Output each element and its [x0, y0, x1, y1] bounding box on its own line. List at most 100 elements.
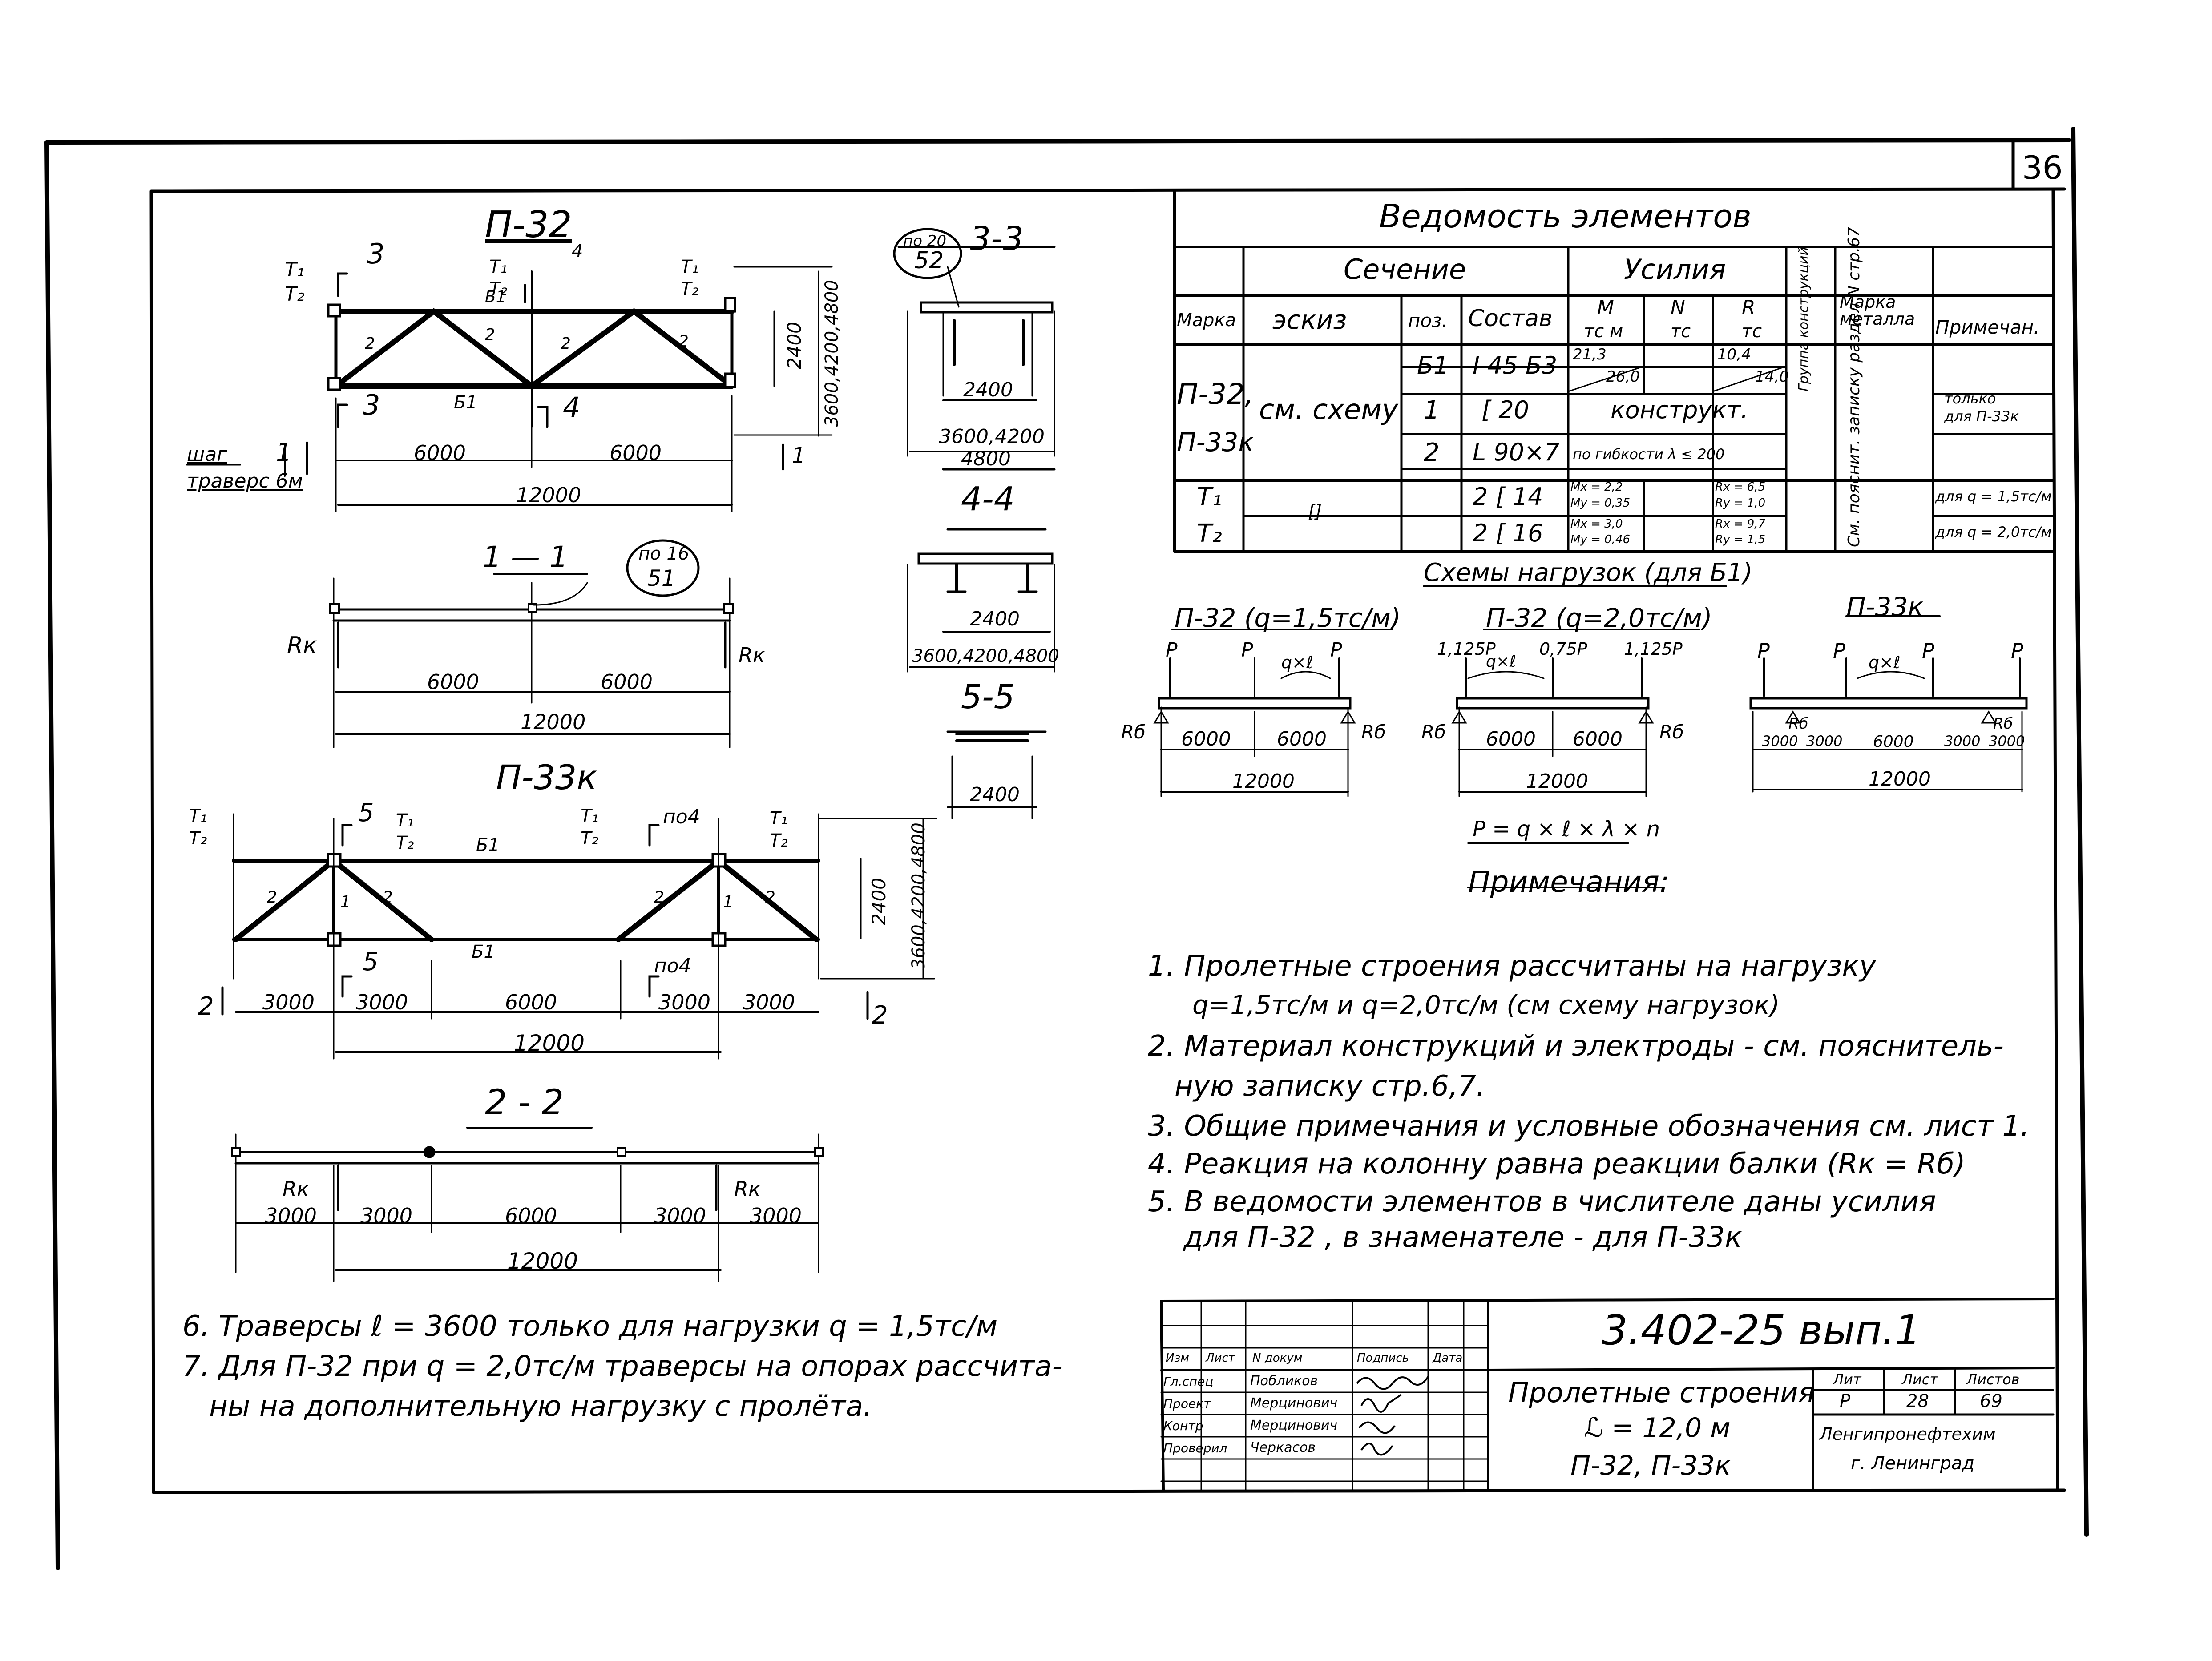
table-h-R: R [1742, 296, 1756, 319]
p33k-t2-d: T₂ [770, 830, 788, 851]
callout1-top: по 16 [638, 544, 690, 564]
note-2a: 2. Материал конструкций и электроды - см… [1148, 1030, 2004, 1063]
scheme2-p-c: 1,125P [1624, 639, 1683, 659]
p32-cut-1: 1 [276, 438, 292, 467]
p33k-title: П-33к [496, 758, 597, 797]
table-h-group: Группа конструкций [1796, 246, 1812, 391]
p33k-dim-3000-b: 3000 [356, 990, 408, 1014]
p32-t1-left: T₁ [285, 258, 305, 281]
row-b1-M-bot: 26,0 [1606, 368, 1640, 386]
note-2b: ную записку стр.6,7. [1175, 1070, 1485, 1103]
row-t2-mark: T₂ [1197, 519, 1222, 548]
p33k-cut-5-bot: 5 [363, 947, 379, 976]
scheme2-formula: P = q × ℓ × λ × n [1473, 817, 1660, 842]
p33k-cut-5-top: 5 [358, 798, 374, 827]
scheme3-dim-3000-c: 3000 [1944, 733, 1981, 750]
row-t1-f1: Mx = 2,2 [1570, 480, 1623, 494]
title-line-2: ℒ = 12,0 м [1584, 1412, 1731, 1443]
s11-dim-6000-b: 6000 [601, 670, 653, 694]
p33k-e1-b: 1 [723, 893, 733, 911]
section-5-5-title: 5-5 [961, 678, 1015, 716]
p33k-dim-2400: 2400 [868, 878, 890, 925]
sheet-number: 36 [2022, 149, 2063, 186]
stage-header: Лит [1833, 1371, 1861, 1388]
p32-b1-bot: Б1 [454, 392, 477, 413]
note-5b: для П-32 , в знаменателе - для П-33к [1183, 1221, 1742, 1254]
row-t2-f4: Ry = 1,5 [1715, 533, 1766, 546]
note-5a: 5. В ведомости элементов в числителе дан… [1148, 1185, 1936, 1218]
s11-rk-right: Rк [739, 643, 765, 667]
callout1-bot: 51 [647, 565, 676, 591]
stamp-name-1: Побликов [1250, 1373, 1318, 1389]
org-name: Ленгипронефтехим [1820, 1424, 1996, 1444]
row-1-note-b: для П-33к [1944, 408, 2019, 425]
row-b1-pos: Б1 [1417, 351, 1449, 379]
row-t1-f4: Ry = 1,0 [1715, 496, 1766, 510]
stamp-h-date: Дата [1433, 1351, 1463, 1365]
table-sketch: см. схему [1259, 393, 1398, 426]
p33k-t2-c: T₂ [581, 828, 599, 849]
s11-dim-12000: 12000 [521, 710, 586, 734]
table-h-section: Сечение [1344, 253, 1466, 286]
p33k-t1-d: T₁ [770, 808, 788, 829]
row-1-comp: [ 20 [1481, 396, 1529, 424]
p32-e2-b: 2 [485, 326, 495, 344]
table-title: Ведомость элементов [1379, 198, 1752, 235]
p32-b1-top: Б1 [485, 288, 506, 306]
p32-cut-1-right: 1 [792, 443, 806, 468]
callout2-bot: 52 [914, 247, 944, 274]
row-2-forces: по гибкости λ ≤ 200 [1573, 446, 1725, 463]
org-city: г. Ленинград [1851, 1453, 1975, 1474]
row-b1-R-bot: 14,0 [1755, 368, 1789, 386]
p32-t2-right: T₂ [681, 279, 699, 299]
p33k-e2-a: 2 [267, 888, 277, 907]
row-t2-note: для q = 2,0тс/м [1935, 524, 2052, 540]
table-mark-p33k: П-33к [1177, 427, 1254, 457]
p32-dim-heights: 3600,4200,4800 [822, 280, 842, 427]
p33k-e2-d: 2 [765, 888, 775, 907]
p33k-t2-a: T₂ [189, 828, 207, 849]
scheme3-qxl: q×ℓ [1869, 653, 1901, 672]
p33k-t1-b: T₁ [396, 810, 414, 831]
scheme2-rb-left: Rб [1421, 721, 1446, 743]
s11-rk-left: Rк [287, 632, 317, 659]
row-2-pos: 2 [1424, 438, 1440, 467]
scheme3-rb-left: Rб [1788, 715, 1808, 733]
p32-cut-3-bot: 3 [363, 389, 380, 421]
title-line-1: Пролетные строения [1508, 1376, 1815, 1409]
table-h-note: Примечан. [1935, 316, 2040, 338]
section-4-4-title: 4-4 [961, 480, 1015, 518]
s22-rk-left: Rк [283, 1177, 309, 1201]
row-b1-M-top: 21,3 [1573, 346, 1607, 363]
stamp-name-2: Мерцинович [1250, 1395, 1338, 1411]
note-3: 3. Общие примечания и условные обозначен… [1148, 1110, 2030, 1143]
table-h-M: M [1597, 296, 1614, 319]
scheme1-dim-6000-a: 6000 [1181, 728, 1231, 750]
s22-dim-3000-d: 3000 [750, 1204, 802, 1228]
s22-dim-6000: 6000 [505, 1204, 557, 1228]
s55-dim-2400: 2400 [970, 783, 1020, 806]
s22-dim-3000-c: 3000 [654, 1204, 706, 1228]
scheme1-title: П-32 (q=1,5тс/м) [1175, 603, 1401, 633]
scheme1-rb-right: Rб [1361, 721, 1386, 743]
table-h-N: N [1671, 296, 1685, 319]
scheme1-p-a: P [1166, 639, 1178, 661]
table-h-metal: Марка металла [1840, 292, 1915, 329]
note-1a: 1. Пролетные строения рассчитаны на нагр… [1148, 950, 1876, 983]
sheets-value: 69 [1980, 1391, 2002, 1411]
row-t1-comp: 2 [ 14 [1473, 483, 1543, 511]
travers-label: траверс 6м [187, 470, 303, 492]
p33k-po4-top: по4 [663, 806, 700, 828]
scheme3-p-a: P [1757, 639, 1770, 663]
scheme3-dim-12000: 12000 [1869, 768, 1931, 790]
title-line-3: П-32, П-33к [1570, 1450, 1731, 1481]
scheme1-qxl: q×ℓ [1281, 653, 1313, 672]
p33k-b1-bot: Б1 [472, 942, 495, 962]
scheme2-title: П-32 (q=2,0тс/м) [1486, 603, 1712, 633]
row-t2-f2: My = 0,46 [1570, 533, 1631, 546]
s11-dim-6000-a: 6000 [427, 670, 480, 694]
p32-cut-4-top: 4 [572, 241, 583, 262]
row-b1-comp: I 45 Б3 [1473, 351, 1558, 379]
p32-e2-c: 2 [561, 335, 571, 353]
row-b1-R-top: 10,4 [1717, 346, 1751, 363]
